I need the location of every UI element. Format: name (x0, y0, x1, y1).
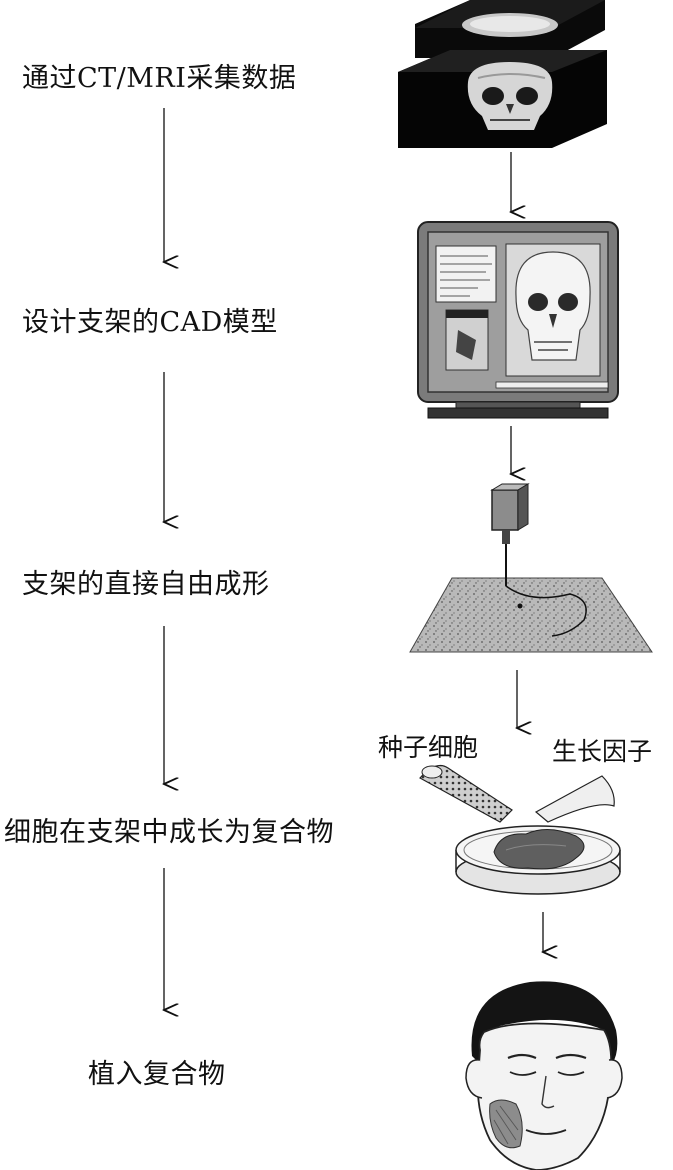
growth-factor-label: 生长因子 (552, 737, 653, 766)
step-4-label: 细胞在支架中成长为复合物 (4, 817, 334, 848)
step-3-label: 支架的直接自由成形 (22, 569, 270, 600)
seed-cells-label: 种子细胞 (378, 733, 479, 762)
step-5-label: 植入复合物 (88, 1059, 226, 1090)
freeform-nozzle-icon (409, 483, 653, 653)
step-2-label: 设计支架的CAD模型 (22, 307, 278, 338)
petri-dish-icon (419, 765, 621, 895)
cad-computer-skull-icon (417, 221, 619, 419)
step-1-label: 通过CT/MRI采集数据 (22, 63, 297, 94)
right-arrows (511, 152, 543, 952)
ct-volume-skull-icon (398, 0, 607, 148)
patient-face-icon (465, 981, 623, 1170)
